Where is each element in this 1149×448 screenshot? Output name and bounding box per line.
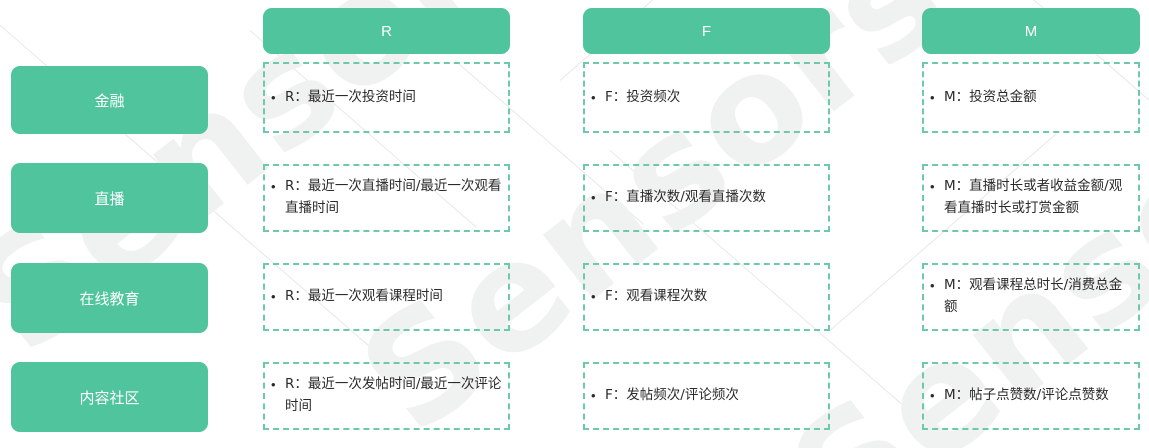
cell-content-community-m[interactable]: • M：帖子点赞数/评论点赞数 <box>922 362 1140 430</box>
cell-content-community-f-text: F：发帖频次/评论频次 <box>605 387 739 404</box>
cell-finance-r-text: R：最近一次投资时间 <box>285 88 416 105</box>
bullet-item: • M：帖子点赞数/评论点赞数 <box>930 385 1132 407</box>
bullet-icon: • <box>930 179 935 195</box>
cell-livestream-r-text: R：最近一次直播时间/最近一次观看直播时间 <box>285 178 502 216</box>
column-header-r-label: R <box>381 22 392 40</box>
cell-finance-m[interactable]: • M：投资总金额 <box>922 62 1140 133</box>
cell-online-education-f[interactable]: • F：观看课程次数 <box>583 263 830 331</box>
bullet-icon: • <box>271 289 276 305</box>
cell-content-community-m-text: M：帖子点赞数/评论点赞数 <box>944 387 1109 404</box>
bullet-item: • M：直播时长或者收益金额/观看直播时长或打赏金额 <box>930 176 1132 220</box>
bullet-icon: • <box>591 388 596 404</box>
row-label-finance-text: 金融 <box>94 92 125 110</box>
bullet-item: • F：观看课程次数 <box>591 286 822 308</box>
cell-online-education-r-text: R：最近一次观看课程时间 <box>285 288 443 305</box>
row-label-online-education[interactable]: 在线教育 <box>11 263 208 333</box>
column-header-r[interactable]: R <box>263 8 510 54</box>
row-label-livestream[interactable]: 直播 <box>11 163 208 233</box>
cell-livestream-f[interactable]: • F：直播次数/观看直播次数 <box>583 164 830 232</box>
bullet-item: • M：观看课程总时长/消费总金额 <box>930 275 1132 319</box>
bullet-item: • R：最近一次直播时间/最近一次观看直播时间 <box>271 176 502 220</box>
bullet-icon: • <box>591 89 596 105</box>
column-header-m[interactable]: M <box>922 8 1140 54</box>
column-header-f-label: F <box>701 22 712 40</box>
cell-online-education-m-text: M：观看课程总时长/消费总金额 <box>944 277 1123 315</box>
cell-content-community-r[interactable]: • R：最近一次发帖时间/最近一次评论时间 <box>263 362 510 430</box>
cell-finance-f-text: F：投资频次 <box>605 88 681 105</box>
bullet-icon: • <box>930 89 935 105</box>
cell-online-education-m[interactable]: • M：观看课程总时长/消费总金额 <box>922 263 1140 331</box>
bullet-icon: • <box>271 377 276 393</box>
bullet-icon: • <box>591 289 596 305</box>
cell-finance-r[interactable]: • R：最近一次投资时间 <box>263 62 510 133</box>
row-label-content-community[interactable]: 内容社区 <box>11 362 208 432</box>
bullet-icon: • <box>591 190 596 206</box>
row-label-content-community-text: 内容社区 <box>79 389 140 407</box>
bullet-item: • R：最近一次观看课程时间 <box>271 286 502 308</box>
bullet-icon: • <box>271 179 276 195</box>
cell-online-education-f-text: F：观看课程次数 <box>605 288 708 305</box>
cell-livestream-m-text: M：直播时长或者收益金额/观看直播时长或打赏金额 <box>944 178 1123 216</box>
bullet-item: • R：最近一次投资时间 <box>271 87 502 109</box>
cell-livestream-m[interactable]: • M：直播时长或者收益金额/观看直播时长或打赏金额 <box>922 164 1140 232</box>
row-label-livestream-text: 直播 <box>94 190 125 208</box>
cell-finance-f[interactable]: • F：投资频次 <box>583 62 830 133</box>
row-label-finance[interactable]: 金融 <box>11 66 208 134</box>
column-header-f[interactable]: F <box>583 8 830 54</box>
bullet-item: • F：发帖频次/评论频次 <box>591 385 822 407</box>
cell-content-community-r-text: R：最近一次发帖时间/最近一次评论时间 <box>285 376 502 414</box>
cell-finance-m-text: M：投资总金额 <box>944 88 1037 105</box>
bullet-item: • R：最近一次发帖时间/最近一次评论时间 <box>271 374 502 418</box>
cell-online-education-r[interactable]: • R：最近一次观看课程时间 <box>263 263 510 331</box>
column-header-m-label: M <box>1024 22 1038 40</box>
cell-livestream-r[interactable]: • R：最近一次直播时间/最近一次观看直播时间 <box>263 164 510 232</box>
bullet-item: • F：投资频次 <box>591 87 822 109</box>
bullet-icon: • <box>930 388 935 404</box>
bullet-item: • F：直播次数/观看直播次数 <box>591 187 822 209</box>
cell-content-community-f[interactable]: • F：发帖频次/评论频次 <box>583 362 830 430</box>
cell-livestream-f-text: F：直播次数/观看直播次数 <box>605 189 766 206</box>
bullet-icon: • <box>930 278 935 294</box>
bullet-item: • M：投资总金额 <box>930 87 1132 109</box>
row-label-online-education-text: 在线教育 <box>79 290 140 308</box>
bullet-icon: • <box>271 89 276 105</box>
